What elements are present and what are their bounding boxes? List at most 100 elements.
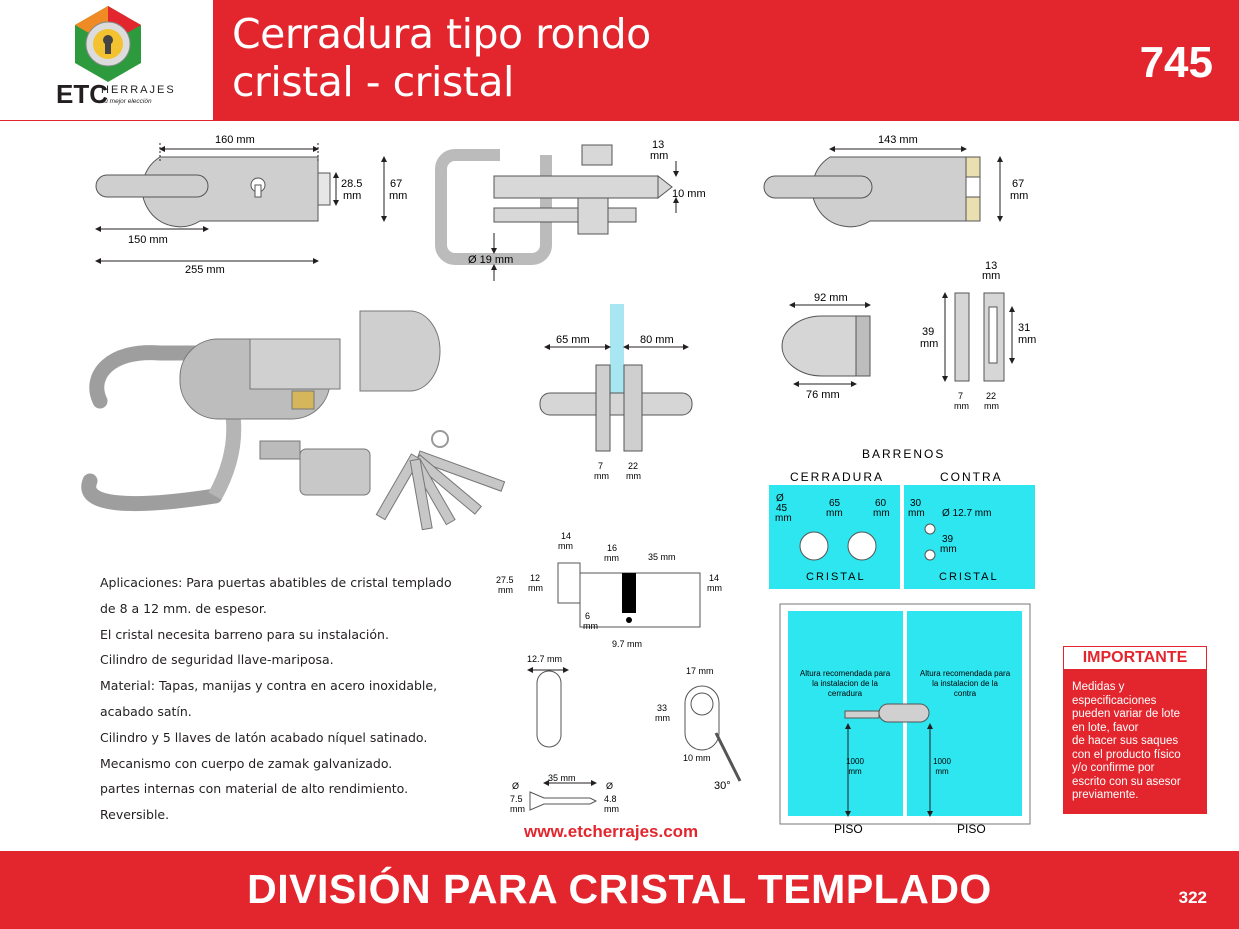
- brand-tagline: su mejor elección: [101, 98, 152, 105]
- spec-line: Reversible.: [100, 807, 170, 823]
- dim-m10: 10 mm: [683, 753, 711, 763]
- header-band: [213, 0, 1239, 121]
- dim-c12-unit: mm: [528, 583, 543, 593]
- dim-c14: 14: [561, 531, 571, 541]
- dim-c14b: 14: [709, 573, 719, 583]
- important-line: de hacer sus saques: [1072, 735, 1179, 747]
- dim-s48-unit: mm: [604, 804, 619, 814]
- important-title: IMPORTANTE: [1064, 647, 1206, 671]
- drilling-glass-2: CRISTAL: [939, 571, 999, 583]
- dim-285: 28.5: [341, 178, 362, 190]
- dim-143: 143 mm: [878, 134, 918, 146]
- drilling-lock-label: CERRADURA: [790, 470, 884, 484]
- dim-13-unit: mm: [650, 150, 668, 162]
- important-line: con el producto físico: [1072, 748, 1181, 761]
- cylinder-drawing: 14 mm 16 mm 35 mm 27.5 mm 12 mm 14 mm 6 …: [496, 531, 722, 649]
- drilling-d60-unit: mm: [873, 508, 890, 519]
- dim-39: 39: [922, 326, 934, 338]
- drilling-glass-1: CRISTAL: [806, 571, 866, 583]
- footer-band: [0, 851, 1239, 929]
- cam-drawing: 17 mm 33 mm 10 mm 30°: [655, 666, 742, 792]
- drilling-strike-label: CONTRA: [940, 470, 1003, 484]
- dim-c14b-unit: mm: [707, 583, 722, 593]
- strike-side: 13 mm 39 mm 31 mm 7 mm 22 mm: [920, 260, 1036, 411]
- install-floor-left: PISO: [834, 822, 863, 836]
- dim-m30: 30°: [714, 780, 731, 792]
- website-link[interactable]: www.etcherrajes.com: [524, 822, 699, 841]
- dim-c275-unit: mm: [498, 585, 513, 595]
- drilling-diagram: BARRENOS CERRADURA CONTRA Ø 45 mm 65 mm …: [769, 447, 1035, 589]
- strike-top-view: 143 mm 67 mm: [763, 134, 1028, 228]
- dim-c275: 27.5: [496, 575, 514, 585]
- spec-line: Material: Tapas, manijas y contra en ace…: [100, 678, 438, 694]
- brand-suffix: HERRAJES: [101, 84, 176, 96]
- dim-22-unit: mm: [626, 471, 641, 481]
- dim-67: 67: [390, 178, 402, 190]
- spec-line: Cilindro y 5 llaves de latón acabado níq…: [100, 729, 428, 745]
- title-line-2: cristal - cristal: [232, 58, 514, 106]
- etc-logo-icon: ETC HERRAJES su mejor elección: [56, 6, 176, 109]
- drilling-d45: 45: [776, 503, 788, 514]
- dim-m33: 33: [657, 703, 667, 713]
- page-number: 322: [1178, 888, 1207, 907]
- install-height-right: 1000: [933, 757, 951, 766]
- drilling-hole: Ø 12.7 mm: [942, 508, 991, 519]
- install-left-note-2: la instalacion de la: [812, 679, 878, 688]
- dim-80: 80 mm: [640, 334, 674, 346]
- install-height-right-unit: mm: [935, 767, 949, 776]
- logo-area: ETC HERRAJES su mejor elección: [0, 0, 213, 121]
- important-line: escrito con su asesor: [1072, 775, 1181, 788]
- dim-22: 22: [628, 461, 638, 471]
- dim-c12: 12: [530, 573, 540, 583]
- dim-s-phi2: Ø: [606, 781, 613, 791]
- spec-line: El cristal necesita barreno para su inst…: [100, 626, 389, 642]
- dim-c16: 16: [607, 543, 617, 553]
- dim-7-unit: mm: [594, 471, 609, 481]
- important-line: especificaciones: [1072, 694, 1157, 707]
- spec-line: Aplicaciones: Para puertas abatibles de …: [100, 575, 452, 590]
- handle-front-view: 13 mm 10 mm Ø 19 mm: [435, 139, 706, 281]
- dim-k127: 12.7 mm: [527, 654, 562, 664]
- drilling-d65: 65: [829, 498, 841, 509]
- drilling-d39: 39: [942, 534, 954, 545]
- dim-39-unit: mm: [920, 338, 938, 350]
- drilling-d65-unit: mm: [826, 508, 843, 519]
- spec-line: partes internas con material de alto ren…: [100, 781, 409, 797]
- header-rule: [0, 120, 1239, 121]
- install-right-note-2: la instalacion de la: [932, 679, 998, 688]
- dim-67b-unit: mm: [1010, 190, 1028, 202]
- drilling-d-symbol: Ø: [776, 493, 784, 504]
- dim-7: 7: [598, 461, 603, 471]
- dim-150: 150 mm: [128, 234, 168, 246]
- install-left-note-1: Altura recomendada para: [800, 669, 891, 678]
- important-line: Medidas y: [1072, 681, 1125, 693]
- screw-drawing: 35 mm Ø 7.5 mm Ø 4.8 mm: [510, 773, 619, 814]
- important-line: pueden variar de lote: [1072, 708, 1181, 720]
- dim-285-unit: mm: [343, 190, 361, 202]
- dim-s48: 4.8: [604, 794, 617, 804]
- important-line: previamente.: [1072, 789, 1139, 801]
- installation-diagram: Altura recomendada para la instalacion d…: [779, 603, 1031, 836]
- drilling-title: BARRENOS: [862, 447, 945, 461]
- install-right-note-3: contra: [954, 689, 977, 698]
- specifications: Aplicaciones: Para puertas abatibles de …: [100, 570, 460, 828]
- install-height-left: 1000: [846, 757, 864, 766]
- glass-section: 65 mm 80 mm 7 mm 22 mm: [539, 304, 693, 481]
- dim-67b: 67: [1012, 178, 1024, 190]
- dim-c14-unit: mm: [558, 541, 573, 551]
- dim-c35: 35 mm: [648, 552, 676, 562]
- technical-drawings: 160 mm 28.5 mm 67 mm 150 mm 255 mm 13 mm…: [81, 134, 1036, 836]
- dim-c6: 6: [585, 611, 590, 621]
- dim-19: Ø 19 mm: [468, 254, 513, 266]
- spec-line: Cilindro de seguridad llave-mariposa.: [100, 652, 334, 668]
- drilling-d60: 60: [875, 498, 887, 509]
- install-floor-right: PISO: [957, 822, 986, 836]
- dim-255: 255 mm: [185, 264, 225, 276]
- install-right-note-1: Altura recomendada para: [920, 669, 1011, 678]
- spec-line: Mecanismo con cuerpo de zamak galvanizad…: [100, 755, 393, 771]
- product-photo-icon: [81, 310, 506, 531]
- dim-13b: 13: [985, 260, 997, 272]
- footer-title: DIVISIÓN PARA CRISTAL TEMPLADO: [247, 866, 992, 912]
- drilling-d30-unit: mm: [908, 508, 925, 519]
- install-left-note-3: cerradura: [828, 689, 863, 698]
